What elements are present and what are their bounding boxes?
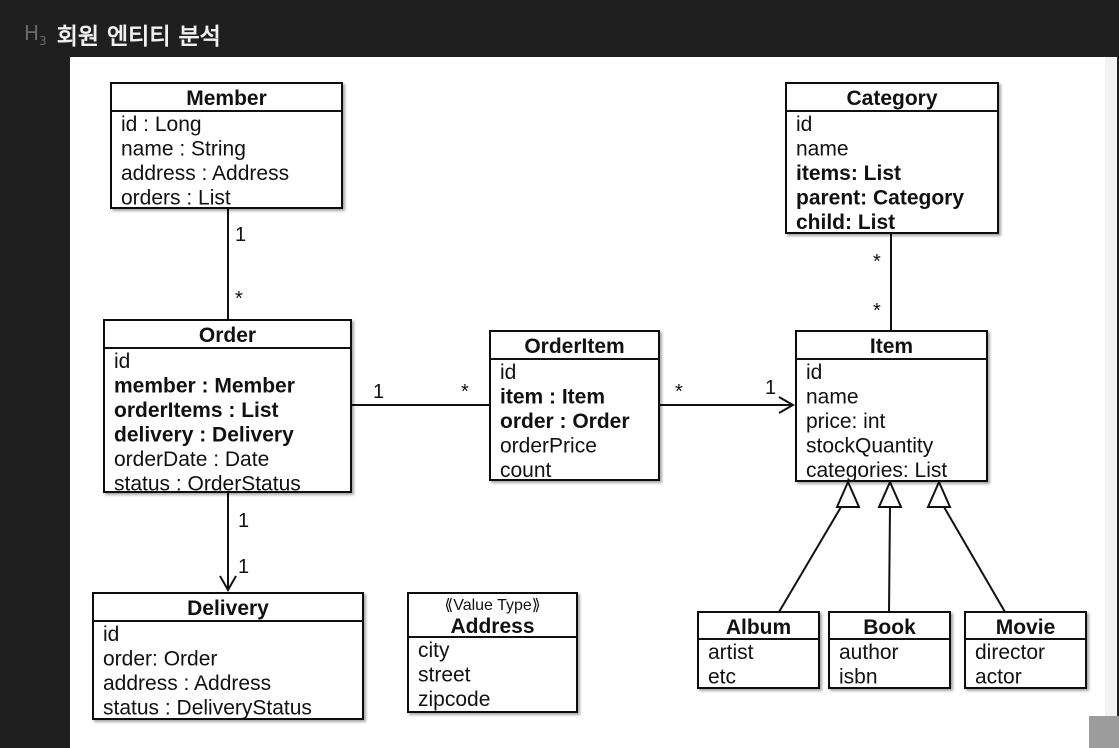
heading-title: 회원 엔티티 분석 [56, 24, 221, 50]
class-box-address-frame [407, 592, 578, 713]
multiplicity-label: * [461, 381, 469, 403]
class-attribute-category: parent: Category [796, 187, 964, 210]
edge-order-delivery-arrowhead [219, 575, 237, 593]
class-attribute-address: street [418, 664, 471, 687]
class-attribute-order: member : Member [114, 375, 295, 398]
class-attribute-address: zipcode [418, 688, 490, 711]
class-attribute-order: delivery : Delivery [114, 424, 294, 447]
class-box-member-frame [110, 82, 343, 209]
class-attribute-order: id [114, 350, 130, 373]
class-attribute-order: orderDate : Date [114, 448, 269, 471]
class-stereotype-address: ⟪Value Type⟫ [444, 597, 540, 614]
class-attribute-category: items: List [796, 162, 901, 185]
class-box-movie-frame [964, 611, 1087, 689]
class-box-album-frame [697, 611, 820, 689]
class-attribute-member: name : String [121, 138, 246, 161]
class-attribute-item: categories: List [806, 459, 947, 482]
generalization-album-triangle [835, 479, 861, 508]
multiplicity-label: * [873, 300, 881, 322]
heading-level-mark: H3 [24, 20, 47, 48]
class-attribute-address: city [418, 639, 450, 662]
multiplicity-label: 1 [238, 556, 249, 578]
class-attribute-movie: actor [975, 666, 1022, 689]
class-attribute-book: author [839, 641, 899, 664]
edge-orderitem-item-arrowhead [778, 396, 796, 414]
class-box-item-frame [795, 330, 988, 482]
class-attribute-item: name [806, 386, 859, 409]
class-attribute-album: etc [708, 666, 736, 689]
class-name-album: Album [726, 616, 791, 639]
multiplicity-label: 1 [235, 224, 246, 246]
edge-book-item [888, 506, 891, 613]
class-name-address: Address [450, 615, 534, 638]
edge-album-item [778, 506, 842, 613]
multiplicity-label: 1 [373, 381, 384, 403]
multiplicity-label: 1 [238, 510, 249, 532]
class-name-member: Member [186, 87, 267, 110]
class-attribute-orderitem: count [500, 459, 552, 482]
class-name-delivery: Delivery [187, 597, 269, 620]
class-attribute-order: status : OrderStatus [114, 473, 301, 496]
scrollbar[interactable] [1105, 57, 1117, 748]
class-name-category: Category [846, 87, 937, 110]
class-attribute-member: address : Address [121, 162, 289, 185]
class-attribute-delivery: status : DeliveryStatus [103, 697, 312, 720]
class-attribute-delivery: order: Order [103, 648, 217, 671]
class-attribute-album: artist [708, 641, 754, 664]
class-attribute-delivery: address : Address [103, 672, 271, 695]
class-attribute-movie: director [975, 641, 1045, 664]
scrollbar-thumb[interactable] [1089, 716, 1119, 748]
class-attribute-item: stockQuantity [806, 435, 934, 458]
class-box-delivery-frame [92, 592, 364, 720]
class-attribute-orderitem: id [500, 361, 516, 384]
multiplicity-label: * [675, 381, 683, 403]
class-name-item: Item [870, 335, 913, 358]
generalization-movie-triangle [926, 479, 952, 508]
class-attribute-category: child: List [796, 211, 895, 234]
class-attribute-book: isbn [839, 666, 878, 689]
class-box-orderitem-frame [489, 330, 660, 481]
class-box-category-frame [785, 82, 999, 234]
class-attribute-item: price: int [806, 410, 886, 433]
class-attribute-member: id : Long [121, 113, 202, 136]
class-attribute-orderitem: item : Item [500, 386, 605, 409]
class-attribute-orderitem: orderPrice [500, 435, 597, 458]
class-attribute-orderitem: order : Order [500, 410, 630, 433]
multiplicity-label: * [235, 288, 243, 310]
generalization-book-triangle [877, 479, 903, 508]
class-attribute-member: orders : List [121, 187, 231, 210]
class-attribute-category: name [796, 138, 849, 161]
class-attribute-delivery: id [103, 623, 119, 646]
class-attribute-category: id [796, 113, 812, 136]
edge-movie-item [943, 506, 1006, 613]
class-name-movie: Movie [996, 616, 1056, 639]
class-attribute-item: id [806, 361, 822, 384]
class-name-book: Book [863, 616, 916, 639]
class-name-orderitem: OrderItem [524, 335, 624, 358]
multiplicity-label: * [873, 251, 881, 273]
multiplicity-label: 1 [765, 377, 776, 399]
class-name-order: Order [199, 324, 256, 347]
section-heading: H3 회원 엔티티 분석 [24, 14, 221, 54]
class-box-book-frame [828, 611, 951, 689]
class-attribute-order: orderItems : List [114, 399, 279, 422]
